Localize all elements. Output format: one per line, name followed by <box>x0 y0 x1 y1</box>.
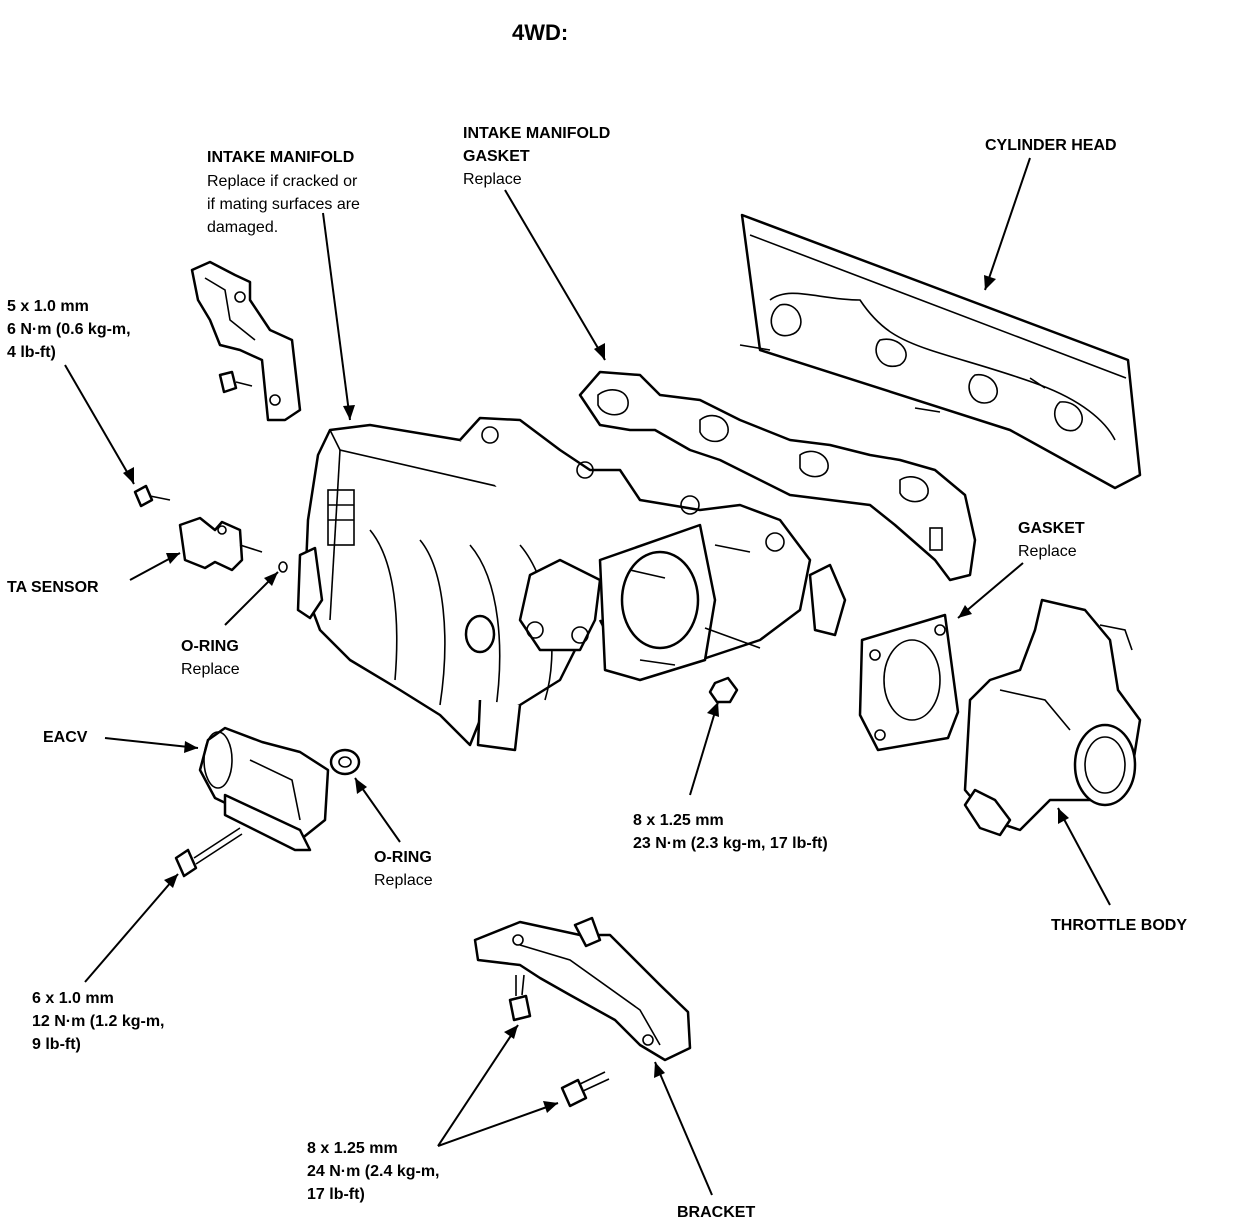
eacv-part <box>198 726 330 852</box>
bolt-6mm-part <box>174 827 243 878</box>
bolt-5mm-spec-2: 6 N·m (0.6 kg-m, <box>7 321 131 338</box>
bolt-8mm-bracket-spec-1: 8 x 1.25 mm <box>307 1140 398 1157</box>
intake-manifold-part <box>296 416 847 752</box>
ta-sensor-label: TA SENSOR <box>7 579 99 596</box>
intake-manifold-gasket-label-1: INTAKE MANIFOLD <box>463 125 610 142</box>
bolt-5mm-spec-1: 5 x 1.0 mm <box>7 298 89 315</box>
diagram-title: 4WD: <box>512 20 568 45</box>
intake-manifold-note-2: if mating surfaces are <box>207 196 360 213</box>
intake-manifold-note-3: damaged. <box>207 219 278 236</box>
bolt-5mm-spec-3: 4 lb-ft) <box>7 344 56 361</box>
nut-8mm-spec-2: 23 N·m (2.3 kg-m, 17 lb-ft) <box>633 835 828 852</box>
intake-manifold-gasket-part <box>578 370 977 582</box>
bracket-label: BRACKET <box>677 1204 755 1221</box>
o-ring-lower-label: O-RING <box>374 849 432 866</box>
bolt-6mm-spec-3: 9 lb-ft) <box>32 1036 81 1053</box>
intake-manifold-gasket-note: Replace <box>463 171 522 188</box>
o-ring-lower-note: Replace <box>374 872 433 889</box>
o-ring-upper-note: Replace <box>181 661 240 678</box>
nut-8mm-part <box>708 676 739 704</box>
gasket-label: GASKET <box>1018 520 1085 537</box>
o-ring-upper-label: O-RING <box>181 638 239 655</box>
throttle-body-gasket-part <box>858 613 960 752</box>
bolt-8mm-bracket-spec-2: 24 N·m (2.4 kg-m, <box>307 1163 439 1180</box>
bracket-bolt-upper-part <box>508 974 532 1022</box>
bolt-5mm-part <box>133 484 171 508</box>
cylinder-head-part <box>739 213 1142 490</box>
gasket-note: Replace <box>1018 543 1077 560</box>
manifold-support-bracket-part <box>190 260 302 422</box>
throttle-body-part <box>963 598 1142 837</box>
throttle-body-label: THROTTLE BODY <box>1051 917 1187 934</box>
o-ring-upper-part <box>278 561 288 573</box>
eacv-label: EACV <box>43 729 88 746</box>
nut-8mm-spec-1: 8 x 1.25 mm <box>633 812 724 829</box>
o-ring-lower-part <box>329 748 361 776</box>
intake-manifold-label: INTAKE MANIFOLD <box>207 149 354 166</box>
intake-manifold-gasket-label-2: GASKET <box>463 148 530 165</box>
cylinder-head-label: CYLINDER HEAD <box>985 137 1117 154</box>
bracket-bolt-lower-part <box>560 1071 610 1108</box>
bolt-6mm-spec-2: 12 N·m (1.2 kg-m, <box>32 1013 164 1030</box>
bolt-8mm-bracket-spec-3: 17 lb-ft) <box>307 1186 365 1203</box>
bolt-6mm-spec-1: 6 x 1.0 mm <box>32 990 114 1007</box>
intake-manifold-note-1: Replace if cracked or <box>207 173 358 190</box>
bracket-part <box>473 916 692 1062</box>
leader-lines <box>64 157 1111 1196</box>
ta-sensor-part <box>178 516 263 572</box>
